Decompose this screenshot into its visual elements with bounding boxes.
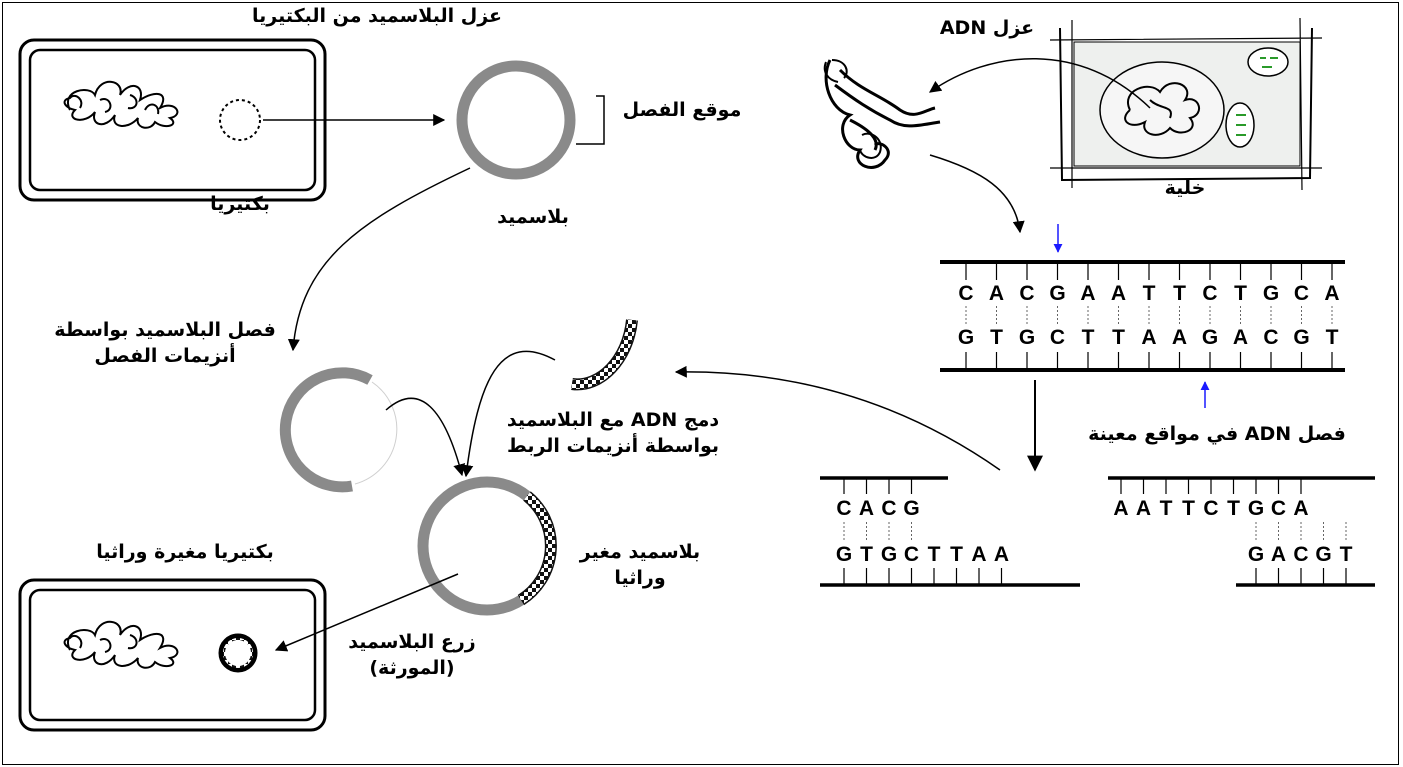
isolated-dna xyxy=(823,59,941,169)
label-cell: خلية xyxy=(1164,177,1206,199)
dna-base: C xyxy=(1293,282,1310,305)
dna-base: C xyxy=(1203,497,1219,520)
dna-base: G xyxy=(903,497,920,520)
dna-base: G xyxy=(1315,543,1332,566)
dna-base: A xyxy=(1324,282,1340,305)
dna-base: G xyxy=(880,543,898,566)
dna-base: T xyxy=(860,543,873,566)
label-recombinant-line2: وراثيا xyxy=(614,566,666,589)
label-ligation: دمج ADN مع البلاسميد بواسطة أنزيمات الرب… xyxy=(478,408,748,459)
label-recombinant-plasmid: بلاسميد مغير وراثيا xyxy=(560,540,720,591)
dna-base: G xyxy=(1247,543,1265,566)
cut-plasmid xyxy=(279,367,398,493)
label-transfer-line2: (المورثة) xyxy=(369,656,455,679)
label-transfer-line1: زرع البلاسميد xyxy=(348,631,476,653)
dna-base: G xyxy=(1049,282,1066,305)
dna-base: T xyxy=(1159,497,1173,520)
label-isolate-dna: عزل ADN xyxy=(939,17,1035,39)
dna-base: A xyxy=(1113,497,1129,520)
dna-base: G xyxy=(1262,282,1280,305)
label-cut-plasmid-line2: أنزيمات الفصل xyxy=(94,344,236,367)
label-ligation-line1: دمج ADN مع البلاسميد xyxy=(506,409,720,431)
dna-base: G xyxy=(1018,326,1036,349)
dna-fragment-right xyxy=(1108,476,1375,587)
dna-base: A xyxy=(1293,497,1309,520)
label-transfer-plasmid: زرع البلاسميد (المورثة) xyxy=(322,630,502,681)
dna-base: A xyxy=(988,282,1005,305)
dna-base: T xyxy=(1182,497,1195,520)
dna-base: C xyxy=(1270,497,1287,520)
label-plasmid: بلاسميد xyxy=(497,206,569,228)
label-ligation-line2: بواسطة أنزيمات الربط xyxy=(506,434,719,457)
dna-base: A xyxy=(993,543,1010,566)
recombinant-plasmid xyxy=(417,476,557,616)
cell xyxy=(1049,17,1323,191)
label-cut-site: موقع الفصل xyxy=(622,99,742,121)
dna-base: T xyxy=(1081,326,1095,349)
dna-base: A xyxy=(1171,326,1188,349)
label-cut-dna-sites: فصل ADN في مواقع معينة xyxy=(1088,423,1346,445)
dna-base: C xyxy=(903,543,920,566)
label-bacteria: بكتيريا xyxy=(210,193,270,215)
dna-base: A xyxy=(1141,326,1157,349)
dna-base: C xyxy=(1293,543,1309,566)
label-modified-bacteria: بكتيريا مغيرة وراثيا xyxy=(96,541,274,563)
dna-base: C xyxy=(836,497,852,520)
dna-base: C xyxy=(1019,282,1035,305)
dna-base: T xyxy=(1234,282,1247,305)
dna-base: T xyxy=(927,543,941,566)
plasmid-ring xyxy=(456,60,576,180)
dna-base: G xyxy=(835,543,853,566)
dna-base: C xyxy=(1049,326,1066,349)
dna-base: T xyxy=(1227,497,1240,520)
label-cut-plasmid-line1: فصل البلاسميد بواسطة xyxy=(54,319,276,341)
dna-base: T xyxy=(990,326,1003,349)
dna-base: C xyxy=(958,282,974,305)
label-isolate-plasmid: عزل البلاسميد من البكتيريا xyxy=(251,5,503,27)
dna-fragment-left xyxy=(820,476,1080,587)
dna-base: C xyxy=(1263,326,1279,349)
cut-site-bracket xyxy=(576,95,605,145)
dna-base: G xyxy=(957,326,975,349)
label-recombinant-line1: بلاسميد مغير xyxy=(579,541,701,563)
bacterial-chromosome xyxy=(63,80,179,129)
dna-base: A xyxy=(1232,326,1249,349)
dna-base: A xyxy=(1110,282,1127,305)
dna-base: A xyxy=(858,497,875,520)
dna-base: A xyxy=(1080,282,1096,305)
dna-base: T xyxy=(1142,282,1156,305)
dna-base: T xyxy=(1339,543,1353,566)
dna-base: T xyxy=(950,543,963,566)
dna-base: T xyxy=(1173,282,1186,305)
dna-base: C xyxy=(881,497,897,520)
dna-base: G xyxy=(1201,326,1219,349)
dna-base: A xyxy=(1135,497,1152,520)
dna-base: C xyxy=(1202,282,1218,305)
dna-base: T xyxy=(1325,326,1339,349)
bacterium-bottom xyxy=(18,578,327,732)
dna-double-strand xyxy=(940,260,1345,372)
dna-base: A xyxy=(971,543,987,566)
label-cut-plasmid: فصل البلاسميد بواسطة أنزيمات الفصل xyxy=(30,318,300,369)
dna-base: A xyxy=(1270,543,1287,566)
dna-base: G xyxy=(1247,497,1265,520)
plasmid-dotted xyxy=(219,99,261,141)
dna-base: T xyxy=(1112,326,1125,349)
dna-base: G xyxy=(1293,326,1310,349)
